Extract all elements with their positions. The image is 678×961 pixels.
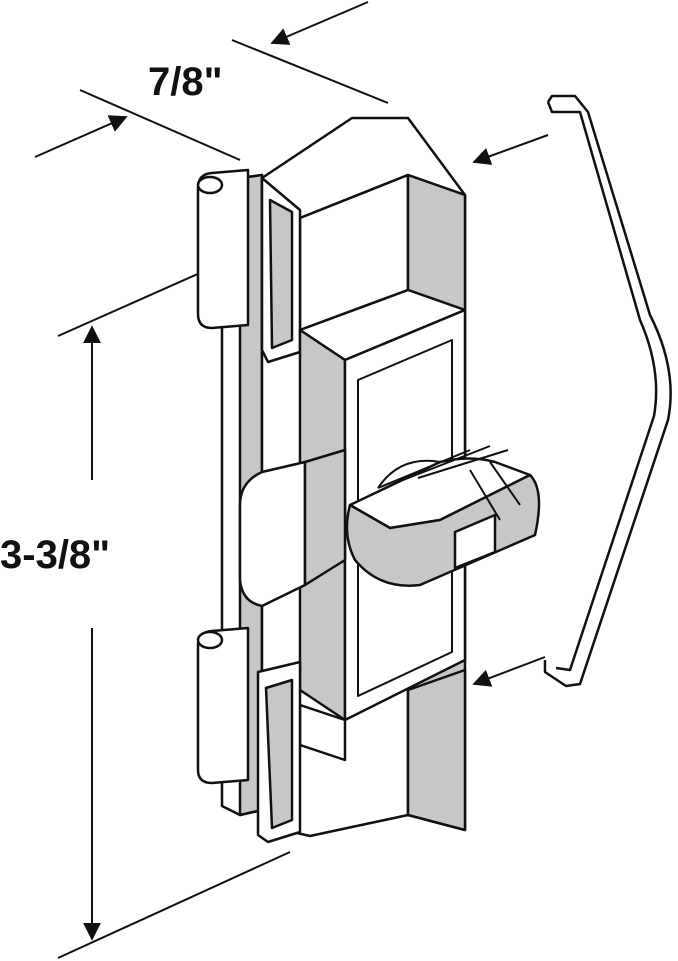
wire-spring-top-hook: [546, 101, 560, 114]
latch-hook: [238, 460, 307, 608]
width-extension-line-left: [79, 89, 241, 161]
bottom-hinge-cap: [196, 630, 224, 650]
thumb-lever-ribs: [377, 445, 521, 521]
width-label: 7/8": [148, 60, 223, 104]
top-block-right: [406, 173, 467, 312]
wire-spring-outer: [543, 94, 672, 688]
spring-arrows: [472, 134, 549, 687]
thumb-lever-slot: [453, 513, 497, 570]
thumb-lever-arc: [377, 459, 441, 489]
wire-spring: [543, 94, 672, 688]
top-hinge-cap: [196, 175, 224, 195]
width-dimension: [34, 1, 389, 161]
top-clip-slot: [268, 198, 294, 350]
wire-spring-inner: [555, 110, 658, 672]
width-arrow-right: [270, 1, 369, 45]
latch-hook-shadow: [303, 448, 347, 587]
thumb-lever-body: [345, 473, 541, 587]
latch-body: [196, 116, 541, 844]
height-label: 3-3/8": [0, 533, 110, 577]
bottom-channel: [406, 668, 467, 832]
spring-arrow-bottom: [472, 656, 546, 687]
spring-arrow-top: [472, 134, 549, 165]
bottom-hinge: [196, 626, 250, 785]
width-arrow-left: [34, 115, 128, 158]
width-extension-line-right: [231, 39, 389, 104]
bottom-clip-slot: [264, 678, 294, 830]
middle-housing-inset: [357, 339, 453, 697]
